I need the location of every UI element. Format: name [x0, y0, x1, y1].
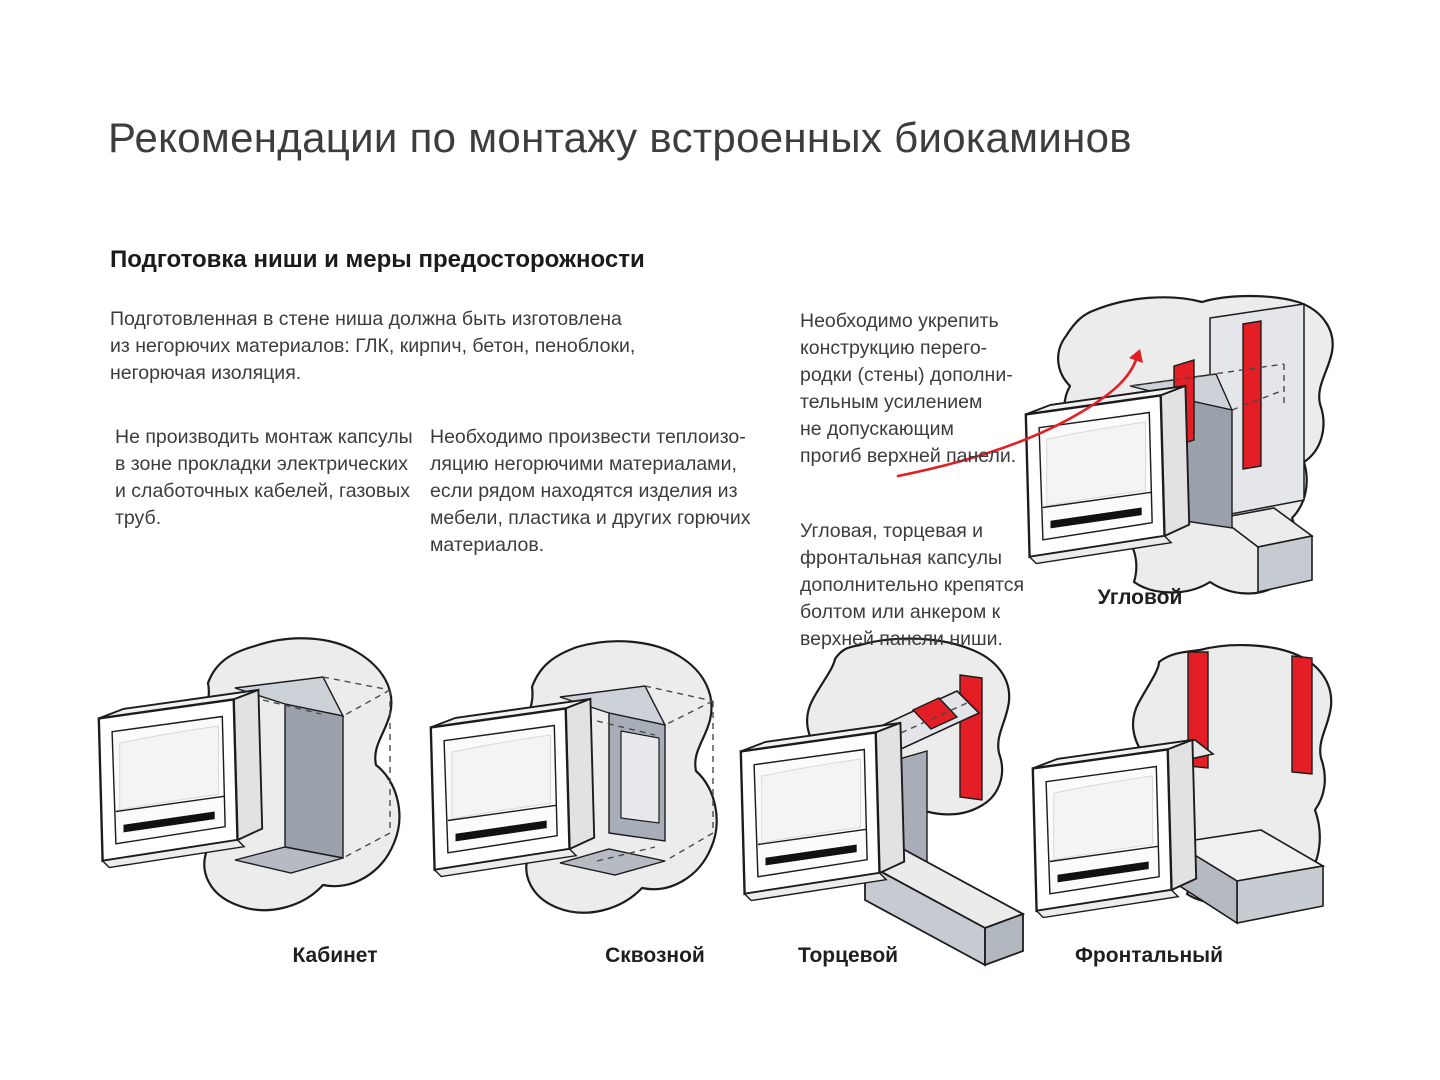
- fireplace-capsule: [739, 721, 906, 902]
- caption-end: Торцевой: [797, 944, 899, 967]
- fireplace-capsule: [1031, 738, 1198, 919]
- diagram-through-illustration: [429, 640, 718, 914]
- diagram-cabinet-illustration: [97, 637, 401, 912]
- arrowhead: [1129, 349, 1143, 363]
- caption-corner: Угловой: [1097, 586, 1183, 609]
- paragraph-insulation: Необходимо произвести теплоизо- ляцию не…: [430, 426, 751, 556]
- lower-wall-block: [1218, 507, 1314, 593]
- caption-cabinet: Кабинет: [292, 944, 378, 967]
- paragraph-niche-materials: Подготовленная в стене ниша должна быть …: [110, 308, 636, 384]
- red-reinforcement-stripe-right: [1242, 320, 1262, 470]
- page-title: Рекомендации по монтажу встроенных биока…: [108, 114, 1132, 161]
- fireplace-capsule: [1024, 384, 1191, 565]
- paragraph-reinforcement: Необходимо укрепить конструкцию перего- …: [800, 310, 1017, 467]
- reinforcement-pointer-arrow: [896, 358, 1138, 478]
- caption-through: Сквозной: [605, 944, 705, 967]
- niche-interior: [234, 676, 345, 874]
- hidden-edges: [262, 676, 391, 859]
- fireplace-capsule: [429, 697, 596, 878]
- red-reinforcement-stripe-right: [1291, 655, 1313, 775]
- fireplace-capsule: [97, 688, 264, 869]
- wall-beam: [862, 848, 1026, 967]
- red-reinforcement-stripe-wall: [959, 674, 983, 801]
- paragraph-cables-warning: Не производить монтаж капсулы в зоне про…: [115, 426, 413, 529]
- niche-interior: [559, 685, 667, 876]
- section-heading: Подготовка ниши и меры предосторожности: [110, 246, 645, 273]
- hidden-edge: [860, 702, 968, 752]
- diagram-end-illustration: [739, 637, 1026, 967]
- diagram-frontal-illustration: [1031, 643, 1333, 925]
- hidden-edges: [1129, 363, 1285, 411]
- hidden-edges: [596, 685, 714, 862]
- paragraph-fastening: Угловая, торцевая и фронтальная капсулы …: [800, 520, 1025, 650]
- caption-frontal: Фронтальный: [1074, 944, 1223, 967]
- diagram-corner-illustration: [896, 294, 1334, 595]
